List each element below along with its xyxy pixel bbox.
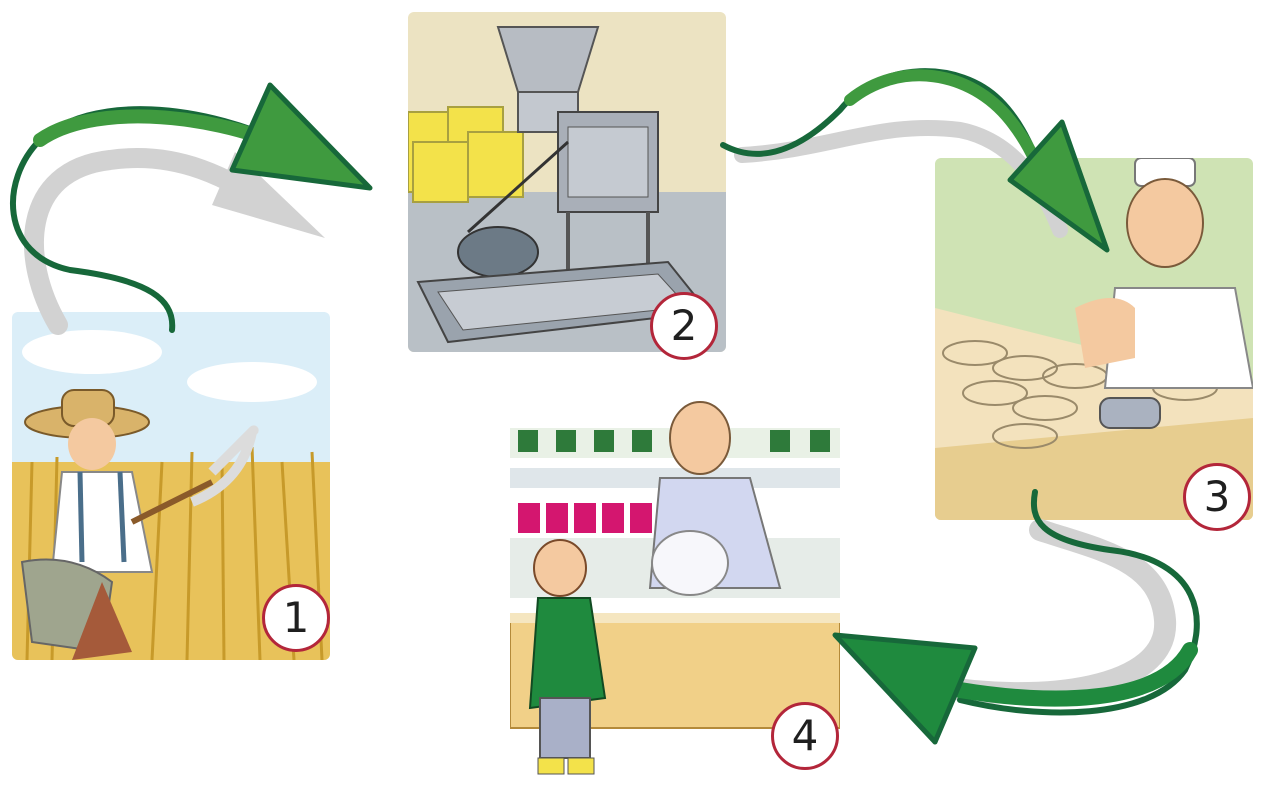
arrow-1-to-2-body [40,116,290,148]
arrowhead-shadow-1-to-2 [212,152,325,238]
arrow-shadow-3-to-4 [930,530,1165,693]
arrow-shadow-1-to-2 [34,158,270,325]
step-badge-4: 4 [771,702,839,770]
arrowhead-3-to-4 [835,635,975,742]
arrow-3-to-4-body [960,650,1190,699]
arrowhead-1-to-2 [232,85,370,188]
step-badge-3: 3 [1183,463,1251,531]
step-badge-2: 2 [650,292,718,360]
arrow-3-to-4 [960,492,1197,712]
arrow-1-to-2 [13,109,300,330]
step-badge-1: 1 [262,584,330,652]
